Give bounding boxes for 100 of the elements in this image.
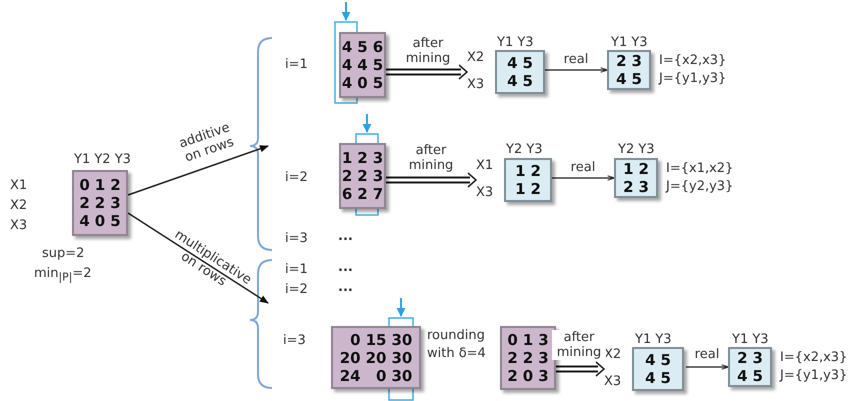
matrix-entry: 4 <box>79 212 90 230</box>
matrix-entry: 20 <box>340 348 361 366</box>
matrix-entry: 2 <box>342 167 352 185</box>
matrix-entry: 0 <box>357 74 368 92</box>
set-notation: I={x2,x3} <box>780 351 848 365</box>
row-header: X2 <box>467 51 484 65</box>
row-header: X1 <box>10 179 28 193</box>
arrow <box>128 145 269 196</box>
iteration-label: i=3 <box>285 231 308 246</box>
matrix-entry: 2 <box>507 367 518 385</box>
matrix-entry: 1 <box>342 149 352 167</box>
column-header: Y2 Y3 <box>618 143 655 157</box>
matrix-entry: 30 <box>391 330 412 348</box>
matrix-entry: 1 <box>522 331 534 349</box>
arrow <box>552 175 616 181</box>
set-notation: I={x2,x3} <box>659 54 726 68</box>
matrix-entry: 4 <box>507 54 518 72</box>
column-header: Y1 Y3 <box>635 333 672 347</box>
row-header: X3 <box>476 186 494 200</box>
matrix-entry: 20 <box>366 348 386 366</box>
arrow <box>545 67 608 73</box>
matrix-entry: 4 <box>616 70 626 88</box>
matrix-entry: 2 <box>110 176 121 194</box>
ellipsis: ... <box>338 260 353 275</box>
matrix-entry: 3 <box>372 167 384 185</box>
matrix-entry: 3 <box>538 367 549 385</box>
matrix-entry: 5 <box>372 56 384 74</box>
matrix-entry: 1 <box>515 180 526 198</box>
row-header: X3 <box>467 78 484 92</box>
arrow <box>386 172 477 188</box>
set-notation: I={x1,x2} <box>666 162 734 176</box>
matrix-entry: 2 <box>357 167 368 185</box>
step-label: rounding with δ=4 <box>427 327 487 363</box>
column-header: Y1 Y3 <box>497 36 534 50</box>
iteration-label: i=3 <box>283 333 306 348</box>
matrix-entry: 2 <box>79 194 90 212</box>
matrix-entry: 5 <box>660 369 671 387</box>
matrix-entry: 2 <box>94 194 106 212</box>
iteration-label: i=2 <box>285 282 308 297</box>
matrix-entry: 5 <box>660 351 671 369</box>
arrow <box>686 364 730 370</box>
iteration-label: i=1 <box>285 262 308 277</box>
arrow <box>128 212 269 304</box>
matrix-entry: 2 <box>357 185 368 203</box>
min-size-threshold: min$_{|P|}$=2 <box>34 266 92 284</box>
matrix-entry: 3 <box>752 349 763 367</box>
matrix-entry: 1 <box>515 162 526 180</box>
row-header: X2 <box>10 199 28 213</box>
matrix-entry: 0 <box>94 212 106 230</box>
matrix-entry: 0 <box>350 330 361 348</box>
matrix-entry: 4 <box>507 72 518 90</box>
matrix-entry: 0 <box>79 176 90 194</box>
matrix-entry: 3 <box>538 349 549 367</box>
matrix-entry: 0 <box>376 366 386 384</box>
matrix-entry: 5 <box>357 38 368 56</box>
row-header: X3 <box>604 375 622 389</box>
ellipsis: ... <box>338 229 353 244</box>
matrix-entry: 1 <box>94 176 106 194</box>
matrix-entry: 6 <box>372 38 384 56</box>
matrix-entry: 5 <box>372 74 384 92</box>
iteration-label: i=2 <box>285 170 308 185</box>
column-header: Y2 Y3 <box>506 143 543 157</box>
row-header: X3 <box>10 219 28 233</box>
matrix-entry: 3 <box>110 194 121 212</box>
matrix-entry: 3 <box>538 331 549 349</box>
matrix-entry: 4 <box>342 56 352 74</box>
matrix-entry: 2 <box>638 160 649 178</box>
matrix-entry: 3 <box>638 178 649 196</box>
row-header: X1 <box>476 159 494 173</box>
support-threshold: sup=2 <box>42 246 84 261</box>
set-notation: J={y1,y3} <box>780 369 848 383</box>
matrix-entry: 4 <box>342 38 352 56</box>
matrix-entry: 4 <box>737 367 748 385</box>
matrix-entry: 30 <box>391 348 412 366</box>
matrix-entry: 5 <box>110 212 121 230</box>
matrix-entry: 1 <box>623 160 634 178</box>
edge-label: after mining <box>552 330 606 360</box>
matrix-entry: 4 <box>357 56 368 74</box>
matrix-entry: 5 <box>522 54 533 72</box>
arrow <box>556 361 605 377</box>
matrix-entry: 2 <box>522 349 534 367</box>
matrix-entry: 2 <box>616 52 626 70</box>
matrix-entry: 5 <box>632 70 642 88</box>
column-header: Y1 Y2 Y3 <box>74 153 131 167</box>
matrix-entry: 2 <box>357 149 368 167</box>
ellipsis: ... <box>338 280 353 295</box>
matrix-entry: 30 <box>391 366 412 384</box>
matrix-entry: 24 <box>340 366 361 384</box>
matrix-entry: 3 <box>372 149 384 167</box>
matrix-entry: 5 <box>752 367 763 385</box>
arrow <box>386 64 468 80</box>
column-header: Y1 Y3 <box>611 36 648 50</box>
matrix-entry: 6 <box>342 185 352 203</box>
matrix-entry: 4 <box>645 351 656 369</box>
matrix-entry: 7 <box>372 185 384 203</box>
matrix-entry: 15 <box>366 330 386 348</box>
matrix-entry: 4 <box>645 369 656 387</box>
set-notation: J={y2,y3} <box>666 180 734 194</box>
matrix-entry: 2 <box>737 349 748 367</box>
matrix-entry: 5 <box>522 72 533 90</box>
